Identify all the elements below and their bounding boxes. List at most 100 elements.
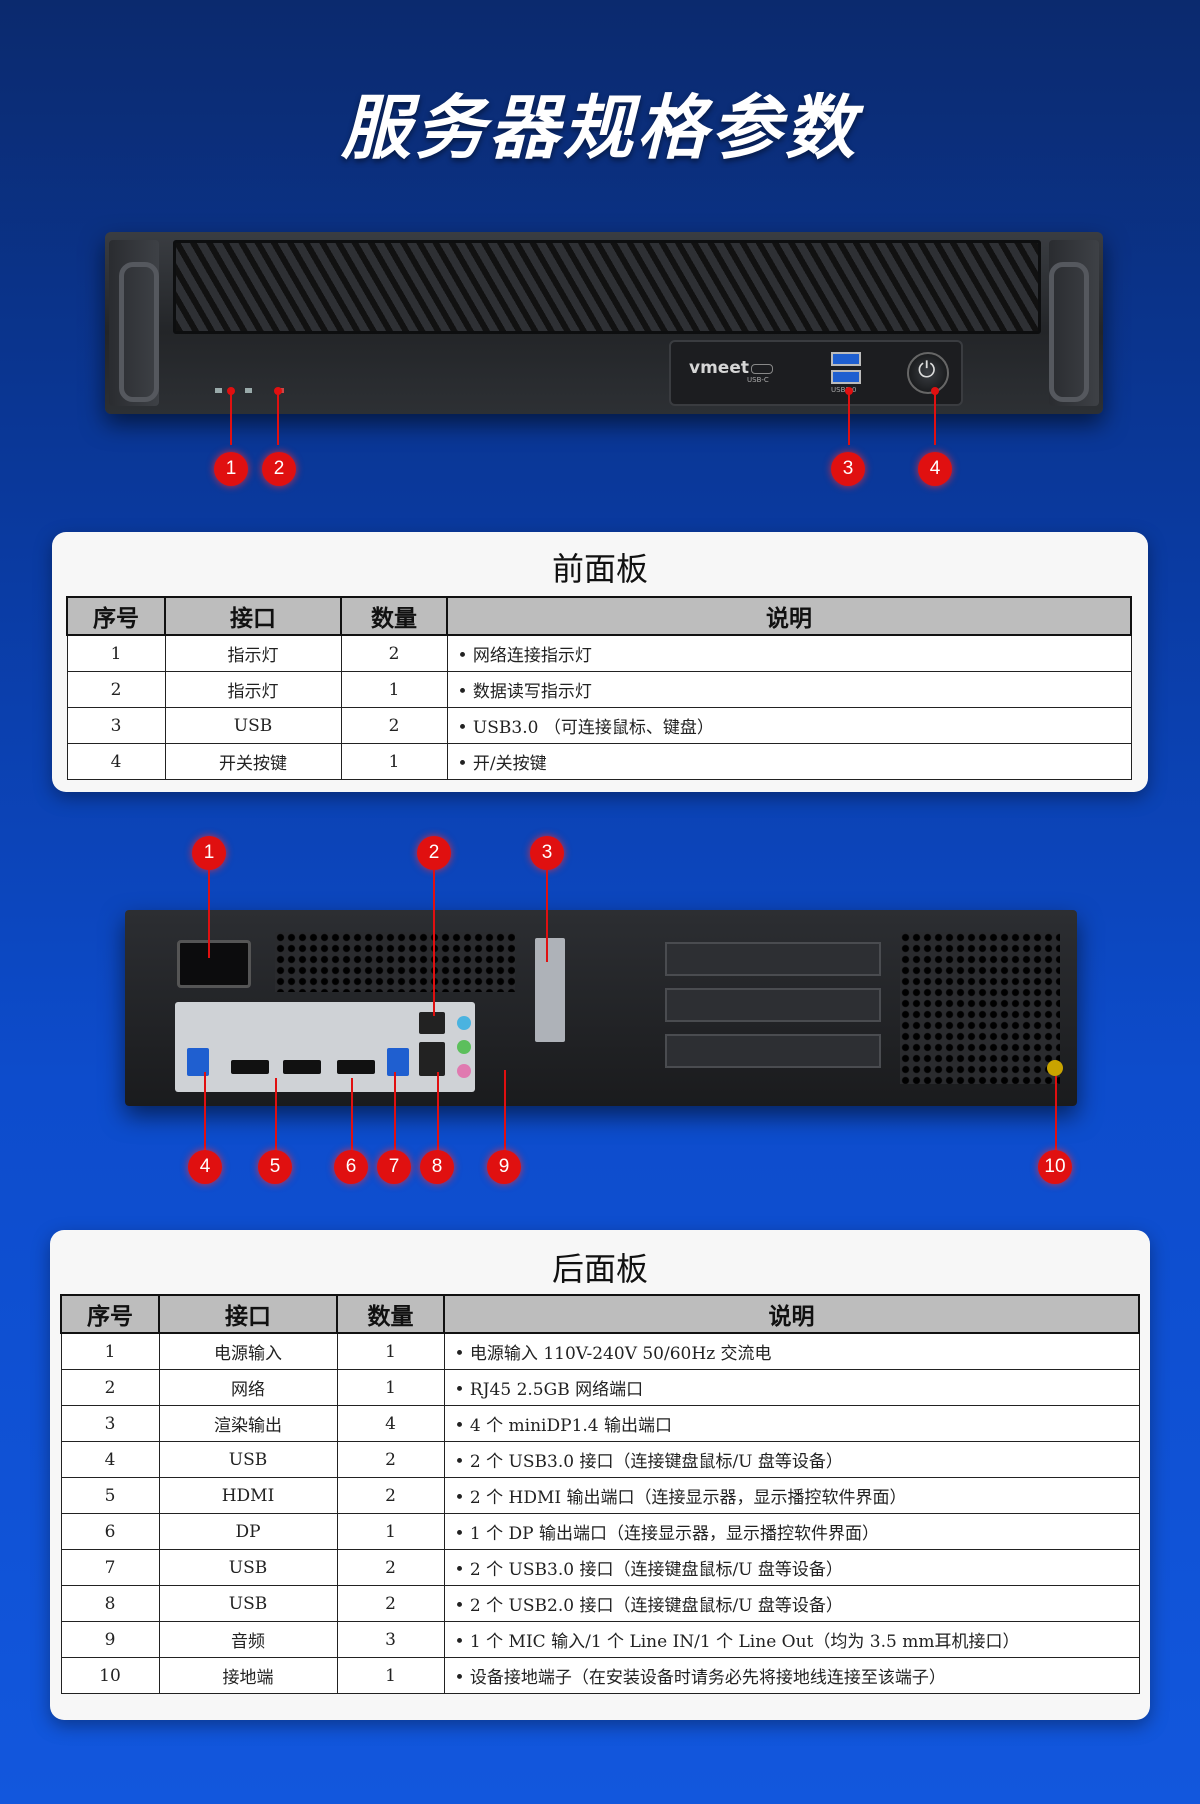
col-header-port: 接口: [158, 1294, 338, 1334]
col-header-desc: 说明: [446, 596, 1132, 636]
front-control-panel: vmeet USB-C USB3.0 ⏻: [669, 340, 963, 406]
cell-port: HDMI: [158, 1477, 338, 1514]
rear-vent-right: [900, 932, 1060, 1084]
front-callout-2: 2: [262, 452, 296, 486]
rear-callout-7: 7: [377, 1150, 411, 1184]
rear-callout-8: 8: [420, 1150, 454, 1184]
audio-line-in: [457, 1016, 471, 1030]
cell-no: 1: [60, 1332, 160, 1370]
front-usb-port-2: [831, 370, 861, 384]
cell-port: USB: [164, 707, 342, 744]
pcie-slot-2: [665, 988, 881, 1022]
cell-desc: • 1 个 DP 输出端口（连接显示器，显示播控软件界面）: [443, 1513, 1140, 1550]
left-handle: [119, 262, 159, 402]
cell-qty: 1: [336, 1332, 445, 1370]
left-rack-ear: [109, 240, 159, 406]
power-inlet: [177, 940, 251, 988]
cell-desc: • RJ45 2.5GB 网络端口: [443, 1369, 1140, 1406]
cell-desc: • 开/关按键: [446, 743, 1132, 780]
cell-desc: • 2 个 USB3.0 接口（连接键盘鼠标/U 盘等设备）: [443, 1549, 1140, 1586]
rear-callout-1: 1: [192, 836, 226, 870]
usb2-port-pair: [419, 1042, 445, 1076]
cell-desc: • 网络连接指示灯: [446, 634, 1132, 672]
col-header-desc: 说明: [443, 1294, 1140, 1334]
cell-qty: 2: [336, 1549, 445, 1586]
usb-label: USB3.0: [831, 386, 857, 394]
cell-no: 8: [60, 1585, 160, 1622]
audio-mic: [457, 1064, 471, 1078]
ground-terminal: [1047, 1060, 1063, 1076]
front-usb-port-1: [831, 352, 861, 366]
right-rack-ear: [1049, 240, 1099, 406]
table-header-row: 序号 接口 数量 说明: [60, 1294, 1140, 1334]
cell-no: 4: [66, 743, 166, 780]
cell-qty: 1: [340, 671, 448, 708]
cell-desc: • 数据读写指示灯: [446, 671, 1132, 708]
cell-desc: • 1 个 MIC 输入/1 个 Line IN/1 个 Line Out（均为…: [443, 1621, 1140, 1658]
cell-port: 开关按键: [164, 743, 342, 780]
pcie-slot-3: [665, 1034, 881, 1068]
cell-port: USB: [158, 1549, 338, 1586]
cell-desc: • USB3.0 （可连接鼠标、键盘）: [446, 707, 1132, 744]
cell-qty: 3: [336, 1621, 445, 1658]
rear-callout-3: 3: [530, 836, 564, 870]
hdmi-port-2: [283, 1060, 321, 1074]
front-callout-4: 4: [918, 452, 952, 486]
rear-callout-5: 5: [258, 1150, 292, 1184]
cell-qty: 1: [336, 1369, 445, 1406]
cell-no: 2: [60, 1369, 160, 1406]
cell-desc: • 设备接地端子（在安装设备时请务必先将接地线连接至该端子）: [443, 1657, 1140, 1694]
page-title: 服务器规格参数: [341, 87, 859, 169]
hdmi-port-1: [231, 1060, 269, 1074]
cell-qty: 1: [336, 1513, 445, 1550]
cell-no: 7: [60, 1549, 160, 1586]
rear-callout-2: 2: [417, 836, 451, 870]
cell-port: DP: [158, 1513, 338, 1550]
brand-logo: vmeet: [689, 358, 749, 378]
cell-qty: 2: [340, 707, 448, 744]
cell-port: USB: [158, 1585, 338, 1622]
cell-port: 指示灯: [164, 671, 342, 708]
cell-no: 2: [66, 671, 166, 708]
front-callout-1: 1: [214, 452, 248, 486]
cell-desc: • 4 个 miniDP1.4 输出端口: [443, 1405, 1140, 1442]
cell-no: 5: [60, 1477, 160, 1514]
cell-port: 接地端: [158, 1657, 338, 1694]
rear-callout-9: 9: [487, 1150, 521, 1184]
io-shield: [175, 1002, 475, 1092]
cell-desc: • 2 个 USB3.0 接口（连接键盘鼠标/U 盘等设备）: [443, 1441, 1140, 1478]
network-led-1: [215, 388, 222, 393]
col-header-qty: 数量: [336, 1294, 445, 1334]
cell-port: 音频: [158, 1621, 338, 1658]
pcie-slot-1: [665, 942, 881, 976]
col-header-qty: 数量: [340, 596, 448, 636]
network-led-2: [245, 388, 252, 393]
dp-port: [337, 1060, 375, 1074]
cell-no: 9: [60, 1621, 160, 1658]
cell-port: 指示灯: [164, 634, 342, 672]
col-header-no: 序号: [60, 1294, 160, 1334]
rear-callout-10: 10: [1038, 1150, 1072, 1184]
cell-port: 渲染输出: [158, 1405, 338, 1442]
usb-c-label: USB-C: [747, 376, 769, 384]
cell-no: 3: [66, 707, 166, 744]
cell-qty: 2: [336, 1477, 445, 1514]
cell-no: 10: [60, 1657, 160, 1694]
cell-no: 3: [60, 1405, 160, 1442]
col-header-port: 接口: [164, 596, 342, 636]
table-header-row: 序号 接口 数量 说明: [66, 596, 1132, 636]
rear-panel-image: [125, 910, 1077, 1106]
usb3-port-pair-a: [187, 1048, 209, 1076]
